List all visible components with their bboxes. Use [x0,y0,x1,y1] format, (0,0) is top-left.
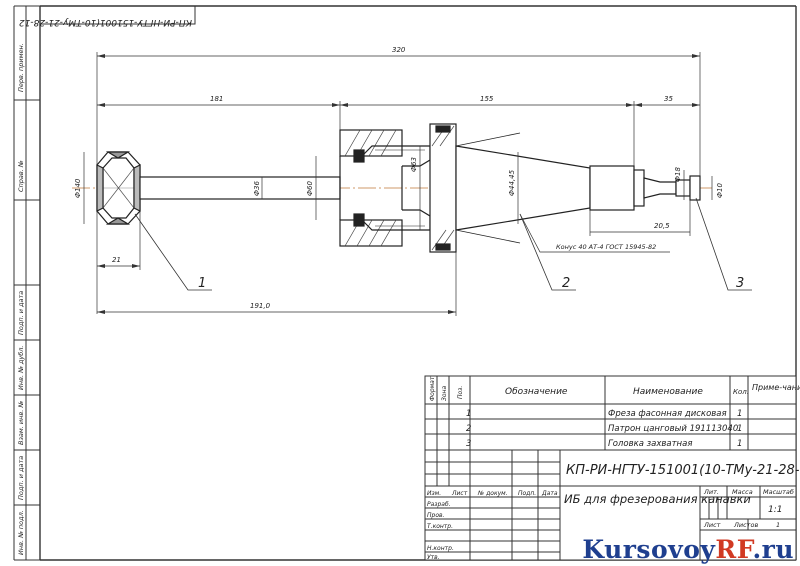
watermark-part-3: .ru [752,535,794,564]
spec-table [424,375,797,451]
left-strip-label-1: Перв. примен. [17,43,25,92]
dim-dia-140: Ф140 [74,178,82,198]
spec-row-3-name: Головка захватная [608,439,692,449]
left-strip-label-4: Инв. № дубл. [17,346,25,390]
spec-header-format: Формат [429,376,436,401]
dim-dia-10: Ф10 [716,183,724,198]
title-block [424,449,797,561]
left-strip [13,5,40,561]
dim-dia-60: Ф60 [306,181,314,196]
left-strip-label-6: Подп. и дата [17,456,25,500]
watermark-part-1: Kursovoy [582,535,716,564]
title-mass-label: Масса [732,488,753,496]
dim-overall: 320 [392,46,406,54]
spec-row-3-qty: 1 [737,439,742,449]
spec-header-note: Приме-чание [752,383,800,392]
taper-note: Конус 40 АТ-4 ГОСТ 15945-82 [519,213,670,253]
callout-3: 3 [736,276,744,291]
title-role-prov: Пров. [427,512,445,519]
title-sheets-label: Листов [733,521,758,529]
title-lit-label: Лит. [703,488,719,496]
milling-cutter [96,151,141,225]
watermark: KursovoyRF.ru [582,535,794,564]
spec-row-2-name: Патрон цанговый 191113040 [608,424,738,434]
title-doc-code: КП-РИ-НГТУ-151001(10-ТМу-21-28-12 [566,463,800,478]
title-scale-value: 1:1 [768,505,782,515]
watermark-part-2: RF [715,535,753,564]
dimension-lines [83,52,713,316]
spec-row-2-pos: 2 [466,424,471,434]
spec-row-1-qty: 1 [737,409,742,419]
title-sheet-label: Лист [703,521,721,529]
dim-dia-36: Ф36 [253,181,261,196]
dim-20-5: 20,5 [654,222,670,230]
title-col-izm: Изм. [427,490,441,497]
dim-21: 21 [112,256,121,264]
left-strip-label-7: Инв. № подл. [17,510,25,555]
callout-2: 2 [562,276,570,291]
callout-leaders [134,197,752,291]
spec-row-1-name: Фреза фасонная дисковая [608,409,727,419]
callout-1: 1 [198,276,206,291]
spec-row-3-pos: 3 [466,439,471,449]
spec-header-pos: Поз. [457,386,464,399]
title-col-doc: № докум. [477,490,508,497]
dim-191: 191,0 [250,302,271,310]
top-stamp-text: КП-РИ-НГТУ-151001(10-ТМу-21-28-12 [19,17,192,27]
title-role-nkontr: Н.контр. [427,545,454,552]
dim-dia-44: Ф44,45 [508,169,516,196]
dim-155: 155 [480,95,494,103]
left-strip-label-3: Подп. и дата [17,291,25,335]
spec-row-1-pos: 1 [466,409,471,419]
spec-header-zone: Зона [441,386,448,401]
spec-header-name: Наименование [633,387,703,397]
title-col-list: Лист [451,490,468,497]
collet-chuck [339,123,457,253]
title-col-sign: Подп. [518,490,536,497]
title-role-utv: Утв. [427,554,440,561]
left-strip-label-2: Справ. № [17,160,25,192]
spec-header-qty: Кол. [733,388,749,396]
dim-dia-63: Ф63 [410,157,418,172]
dim-dia-18: Ф18 [674,167,682,182]
taper-note-text: Конус 40 АТ-4 ГОСТ 15945-82 [556,243,656,251]
title-role-tkontr: Т.контр. [427,523,453,530]
spec-row-2-qty: 1 [737,424,742,434]
dimension-arrows [97,54,700,314]
top-stamp: КП-РИ-НГТУ-151001(10-ТМу-21-28-12 [19,5,196,27]
title-scale-label: Масштаб [763,488,794,496]
pull-stud [589,165,701,211]
dim-181: 181 [210,95,223,103]
title-role-razrab: Разраб. [427,501,451,508]
title-name-line: ИБ для фрезерования канавки [564,492,751,506]
dim-35: 35 [664,95,673,103]
spec-header-designation: Обозначение [505,387,568,397]
left-strip-label-5: Взам. инв. № [17,401,25,445]
title-sheets-value: 1 [776,521,780,529]
title-col-date: Дата [541,490,558,497]
